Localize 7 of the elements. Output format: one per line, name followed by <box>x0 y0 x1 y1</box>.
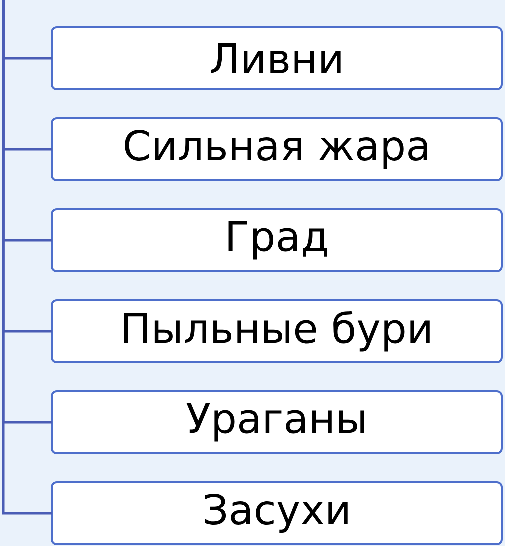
category-box: Сильная жара <box>51 118 503 182</box>
category-box: Ураганы <box>51 390 503 454</box>
category-box: Град <box>51 208 503 272</box>
category-box: Засухи <box>51 482 503 546</box>
connector-line <box>2 0 52 515</box>
category-box: Ливни <box>51 26 503 90</box>
category-box: Пыльные бури <box>51 300 503 364</box>
